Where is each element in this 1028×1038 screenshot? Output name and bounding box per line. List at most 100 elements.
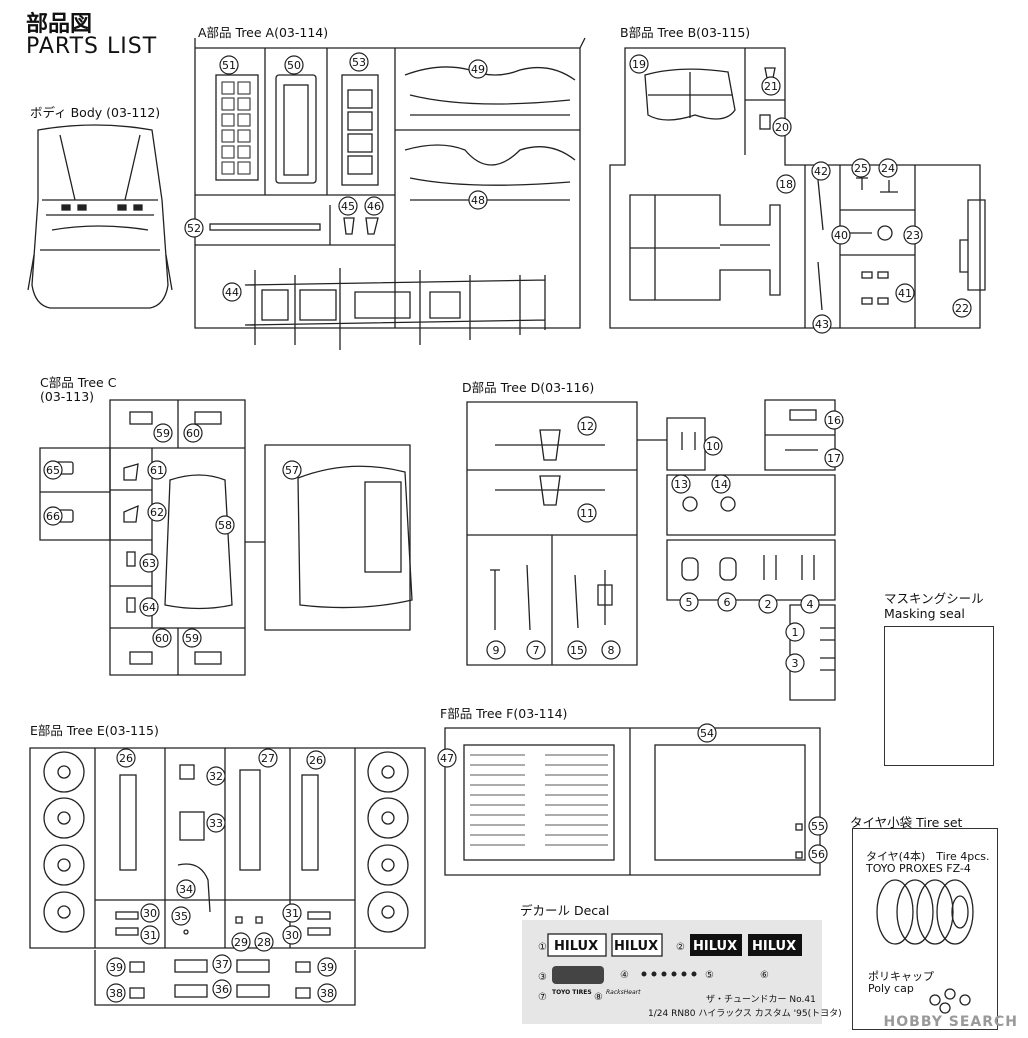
callout-circle-tree_e-15 (317, 957, 337, 977)
part-number-tree_b-1: 21 (764, 80, 778, 93)
callout-circle-tree_a-0 (219, 55, 239, 75)
decal-num-4: ④ (620, 970, 629, 981)
callout-circle-tree_c-8 (139, 553, 159, 573)
part-number-tree_c-7: 57 (285, 464, 299, 477)
part-number-tree_d-0: 12 (580, 420, 594, 433)
callout-circle-tree_d-4 (577, 503, 597, 523)
callout-circle-tree_b-2 (772, 117, 792, 137)
callout-circle-tree_f-1 (697, 723, 717, 743)
callout-circle-tree_d-12 (785, 653, 805, 673)
callout-circle-tree_e-12 (282, 925, 302, 945)
callout-circle-tree_c-3 (147, 460, 167, 480)
part-number-tree_d-8: 6 (724, 596, 731, 609)
part-number-tree_f-2: 55 (811, 820, 825, 833)
masking-label-jp: マスキングシール (884, 591, 984, 606)
callout-circle-tree_c-6 (215, 515, 235, 535)
decal-sheet (522, 920, 822, 1024)
callout-circle-tree_b-1 (761, 76, 781, 96)
callout-circle-tree_b-10 (812, 314, 832, 334)
part-number-tree_a-7: 52 (187, 222, 201, 235)
part-number-tree_e-7: 30 (143, 907, 157, 920)
callout-circle-tree_d-9 (758, 594, 778, 614)
part-number-tree_d-6: 14 (714, 478, 728, 491)
part-number-tree_e-12: 30 (285, 929, 299, 942)
callout-circle-tree_d-13 (486, 640, 506, 660)
decal-num-1: ① (538, 942, 547, 953)
callout-circle-tree_e-10 (254, 932, 274, 952)
callout-circle-tree_d-2 (824, 410, 844, 430)
polycap-label-jp: ポリキャップ (868, 970, 934, 983)
part-number-tree_e-2: 26 (309, 754, 323, 767)
callout-circle-tree_e-6 (171, 906, 191, 926)
part-number-tree_b-7: 40 (834, 229, 848, 242)
part-number-tree_b-8: 23 (906, 229, 920, 242)
callout-circle-tree_e-2 (306, 750, 326, 770)
callout-circle-tree_e-11 (282, 903, 302, 923)
tree-a-frame (194, 37, 586, 350)
body-label: ボディ Body (03-112) (30, 105, 161, 120)
callout-circle-tree_e-9 (231, 932, 251, 952)
callout-circle-tree_b-0 (629, 54, 649, 74)
tree-f-label: F部品 Tree F(03-114) (440, 706, 568, 721)
part-number-tree_d-11: 1 (792, 626, 799, 639)
callout-circle-tree_b-3 (776, 174, 796, 194)
callout-circle-tree_c-11 (182, 628, 202, 648)
masking-seal-sheet (884, 626, 994, 766)
part-number-tree_e-5: 34 (179, 883, 193, 896)
decal-label: デカール Decal (520, 903, 610, 918)
callout-circle-tree_b-5 (851, 158, 871, 178)
part-number-tree_a-1: 50 (287, 59, 301, 72)
tree-f-frame (444, 727, 821, 876)
decal-num-8: ⑧ (594, 992, 603, 1003)
decal-hilux-2: HILUX (614, 939, 658, 954)
callout-circle-tree_a-2 (349, 52, 369, 72)
part-number-tree_d-9: 2 (765, 598, 772, 611)
callout-circle-tree_e-1 (258, 748, 278, 768)
title-jp: 部品図 (26, 12, 93, 37)
callout-circle-tree_a-5 (338, 196, 358, 216)
tire-set-label: タイヤ小袋 Tire set (850, 815, 963, 830)
callout-circle-tree_a-1 (284, 55, 304, 75)
callout-circle-tree_b-7 (831, 225, 851, 245)
callout-circle-tree_a-7 (184, 218, 204, 238)
masking-label-en: Masking seal (884, 606, 965, 621)
callout-circle-tree_e-16 (106, 983, 126, 1003)
callout-circle-tree_e-17 (212, 979, 232, 999)
part-number-tree_b-0: 19 (632, 58, 646, 71)
tree-d-frame (466, 399, 836, 701)
callout-circle-tree_d-5 (671, 474, 691, 494)
polycap-label-en: Poly cap (868, 982, 914, 995)
part-number-tree_c-5: 62 (150, 506, 164, 519)
tire-line2: TOYO PROXES FZ-4 (866, 862, 971, 875)
part-number-tree_d-1: 10 (706, 440, 720, 453)
tire-drawing (876, 879, 974, 1014)
decal-hilux-3: HILUX (693, 939, 737, 954)
part-number-tree_c-11: 59 (185, 632, 199, 645)
part-number-tree_e-6: 35 (174, 910, 188, 923)
callout-circle-tree_e-8 (140, 925, 160, 945)
callout-circle-tree_a-8 (222, 282, 242, 302)
part-number-tree_e-15: 39 (320, 961, 334, 974)
decal-brand-1: TOYO TIRES (552, 989, 592, 996)
callout-circle-tree_e-3 (206, 766, 226, 786)
decal-num-2: ② (676, 942, 685, 953)
part-number-tree_e-0: 26 (119, 752, 133, 765)
callout-circle-tree_b-9 (895, 283, 915, 303)
part-number-tree_d-3: 17 (827, 452, 841, 465)
tree-e-frame (29, 747, 426, 1006)
part-number-tree_d-12: 3 (792, 657, 799, 670)
part-number-tree_b-3: 18 (779, 178, 793, 191)
decal-caption-1: ザ・チューンドカー No.41 (706, 994, 816, 1005)
tree-e-label: E部品 Tree E(03-115) (30, 723, 159, 738)
decal-num-5: ⑤ (705, 970, 714, 981)
callout-circle-tree_e-18 (317, 983, 337, 1003)
part-number-tree_b-11: 22 (955, 302, 969, 315)
callout-circle-tree_d-11 (785, 622, 805, 642)
part-number-tree_d-4: 11 (580, 507, 594, 520)
tree-d-label: D部品 Tree D(03-116) (462, 380, 595, 395)
decal-num-7: ⑦ (538, 992, 547, 1003)
tree-c-code: (03-113) (40, 389, 95, 404)
tree-a-label: A部品 Tree A(03-114) (198, 25, 329, 40)
